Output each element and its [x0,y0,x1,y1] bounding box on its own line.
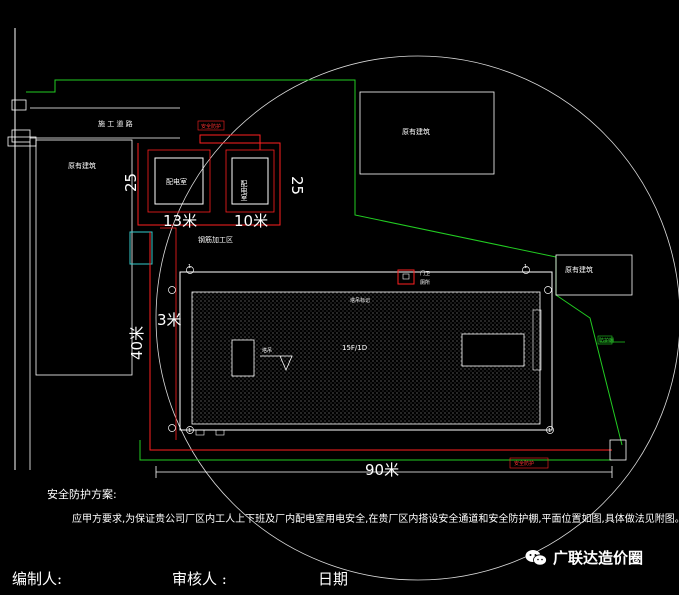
date-label: 日期 [318,570,349,588]
distribution-room-1 [154,157,204,205]
axis-label-4: 1 [548,428,551,434]
red-label-box-top [197,120,225,131]
crane-label: 塔吊 [262,347,272,354]
distribution-room-1-outer [147,149,211,213]
existing-building-right-label: 原有建筑 [565,265,593,274]
safety-shed-label-1: 安全防护 [201,123,221,130]
dim-25-left: 25 [122,173,140,192]
cyan-booth [129,231,153,265]
inner-box-right [461,333,525,367]
steel-processing-label: 钢筋加工区 [198,235,233,244]
dim-25-right: 25 [288,176,306,195]
guard-label: 门卫 [420,270,430,277]
notes-body: 应甲方要求,为保证贵公司厂区内工人上下班及厂内配电室用电安全,在贵厂区内搭设安全… [72,514,679,525]
red-safety-path-2 [160,227,177,440]
axis-marker-l1 [168,286,176,294]
safety-shed-label-3: 防护棚 [599,337,614,344]
reviewer-label: 审核人 : [172,570,227,588]
crane-radius-circle [155,55,679,581]
notes-title: 安全防护方案: [47,488,117,501]
axis-marker-bl [186,426,194,434]
distribution-room-2 [231,157,269,205]
existing-building-right [555,254,633,296]
existing-building-left-label: 原有建筑 [68,161,96,170]
guard-house-icon [397,269,415,285]
existing-building-left [35,139,133,376]
guard-house-inner [402,273,410,280]
green-bottom-line [139,440,612,461]
existing-building-top-label: 原有建筑 [402,127,430,136]
road-label: 施 工 道 路 [98,119,133,128]
axis-label-2: 1 [524,264,527,270]
toilet-label: 厕所 [420,279,430,286]
gate-block-icon-2 [11,129,31,143]
distribution-room-2-outer [225,149,275,213]
distribution-room-label: 配电室 [166,177,187,186]
axis-marker-r1 [544,286,552,294]
wechat-icon [525,549,547,567]
axis-marker-tr [522,266,530,274]
distribution-room-2-label: 配电室 [240,180,248,201]
gate-block-icon [11,99,27,111]
existing-building-top [359,91,495,175]
axis-label-3: 1 [188,428,191,434]
red-label-box-bottom [509,457,549,469]
compiler-label: 编制人: [12,570,63,588]
dim-90: 90米 [365,461,399,479]
main-building-label: 15F/1D [342,344,367,352]
red-safety-path [149,232,612,451]
green-label-box [597,335,613,345]
safety-shed-label-2: 安全防护 [514,460,534,467]
watermark-text: 广联达造价圈 [553,549,644,567]
dim-10: 10米 [234,212,268,230]
inner-box-left [231,339,255,377]
entrance-block-1 [195,429,205,436]
main-building-outline [179,271,553,431]
entrance-block-2 [215,429,225,436]
right-side-strip [532,309,542,371]
crane-symbol [260,355,293,372]
dim-3: 3米 [157,311,182,329]
tower-mark-label: 塔吊标记 [350,297,370,304]
dim-40: 40米 [128,326,146,360]
dim-13: 13米 [163,212,197,230]
watermark: 广联达造价圈 [525,547,643,568]
green-boundary-line [26,79,623,446]
axis-label-1: 1 [188,264,191,270]
axis-marker-tl [186,266,194,274]
right-gate-shed [609,439,627,461]
axis-marker-l2 [168,424,176,432]
distribution-shed-red-outline [137,134,281,226]
axis-marker-br [546,426,554,434]
